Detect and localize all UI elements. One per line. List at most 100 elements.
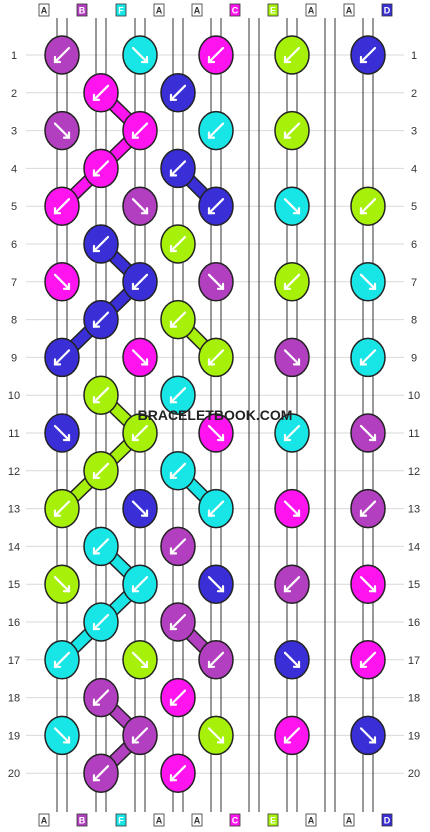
knot-arrow-icon — [283, 727, 301, 744]
knot-arrow-head-icon — [292, 660, 301, 668]
knot — [274, 337, 310, 378]
knot — [44, 186, 80, 226]
strand-end — [381, 813, 393, 827]
knot-arrow-icon — [207, 727, 225, 744]
knot — [198, 715, 234, 756]
knot — [160, 148, 196, 189]
knot — [198, 110, 234, 151]
knot-arrow-icon — [169, 235, 187, 253]
knot-arrow-icon — [283, 273, 301, 290]
knot-arrow-head-icon — [283, 585, 292, 593]
knot-arrow-icon — [359, 727, 377, 744]
knot-arrow-head-icon — [216, 282, 225, 290]
knot — [122, 35, 158, 75]
knot — [160, 73, 196, 113]
strand-end — [229, 3, 241, 17]
knot-arrow-head-icon — [169, 93, 178, 101]
knot-arrow-head-icon — [359, 509, 368, 517]
row-number-right: 10 — [408, 390, 420, 402]
knot — [83, 677, 119, 718]
strand-letter: E — [270, 816, 276, 826]
knot-arrow-head-icon — [207, 207, 216, 215]
knot-arrow-icon — [283, 651, 301, 668]
knot-arrow-head-icon — [216, 585, 225, 593]
strand-end — [343, 813, 355, 827]
knot-arrow-icon — [207, 500, 225, 517]
knot-arrow-head-icon — [283, 131, 292, 139]
knot-arrow-head-icon — [131, 131, 140, 139]
knot-arrow-icon — [53, 46, 71, 64]
knot-arrow-icon — [53, 273, 71, 290]
knot-arrow-head-icon — [292, 207, 301, 215]
knot-arrow-head-icon — [169, 622, 178, 631]
knot-arrow-head-icon — [283, 736, 292, 744]
knot-arrow-icon — [53, 651, 71, 668]
knot — [44, 262, 80, 302]
strand-end — [191, 3, 203, 17]
knot — [122, 262, 158, 302]
knot-arrow-head-icon — [131, 433, 140, 442]
knot-arrow-icon — [131, 651, 149, 668]
row-number-left: 10 — [8, 390, 20, 402]
knot-arrow-icon — [207, 198, 225, 215]
knot-arrow-head-icon — [53, 660, 62, 668]
strand-letter: B — [79, 816, 86, 826]
row-number-right: 8 — [411, 315, 417, 327]
knot — [44, 488, 80, 529]
knot — [274, 564, 310, 604]
row-number-right: 5 — [411, 201, 417, 213]
knot — [122, 110, 158, 151]
knot-arrow-icon — [92, 765, 110, 782]
knot — [83, 148, 119, 189]
knot-arrow-head-icon — [283, 433, 292, 442]
row-number-right: 19 — [408, 730, 420, 742]
knot-arrow-icon — [92, 387, 110, 404]
knot — [44, 640, 80, 680]
knot — [198, 337, 234, 378]
row-number-right: 2 — [411, 88, 417, 100]
knot-arrow-icon — [359, 576, 377, 593]
knot-arrow-head-icon — [140, 358, 149, 366]
knot-arrow-head-icon — [169, 774, 178, 782]
strand-letter: D — [384, 6, 391, 16]
row-number-left: 12 — [8, 466, 20, 478]
knot-arrow-head-icon — [92, 471, 101, 479]
knot-grid — [44, 35, 386, 793]
row-number-left: 15 — [8, 579, 20, 591]
row-number-left: 3 — [11, 126, 17, 138]
knot-arrow-head-icon — [216, 433, 225, 442]
knot-arrow-icon — [359, 198, 377, 215]
knot-arrow-icon — [169, 765, 187, 782]
knot — [83, 299, 119, 340]
strand-end — [305, 813, 317, 827]
knot-arrow-head-icon — [368, 585, 377, 593]
knot — [198, 262, 234, 302]
row-number-right: 16 — [408, 617, 420, 629]
knot — [122, 413, 158, 453]
row-number-left: 14 — [8, 541, 20, 553]
knot — [160, 526, 196, 567]
knot-arrow-head-icon — [131, 282, 140, 290]
knot-arrow-head-icon — [140, 55, 149, 64]
strand-end — [115, 813, 127, 827]
row-number-left: 6 — [11, 239, 17, 251]
knot-arrow-head-icon — [359, 660, 368, 668]
knot-arrow-head-icon — [207, 358, 216, 366]
knot-arrow-head-icon — [283, 282, 292, 290]
knot — [160, 299, 196, 340]
knot-arrow-head-icon — [169, 244, 178, 253]
strand-end — [191, 813, 203, 827]
row-number-left: 20 — [8, 768, 20, 780]
knot-arrow-icon — [359, 651, 377, 668]
knot-arrow-icon — [92, 613, 110, 631]
knot-arrow-icon — [92, 311, 110, 328]
row-number-right: 7 — [411, 277, 417, 289]
knot-arrow-icon — [207, 424, 225, 442]
knot-arrow-head-icon — [292, 509, 301, 517]
knot-arrow-head-icon — [359, 358, 368, 366]
knot — [198, 35, 234, 75]
strand-letter: A — [156, 816, 163, 826]
knot-arrow-icon — [169, 84, 187, 101]
